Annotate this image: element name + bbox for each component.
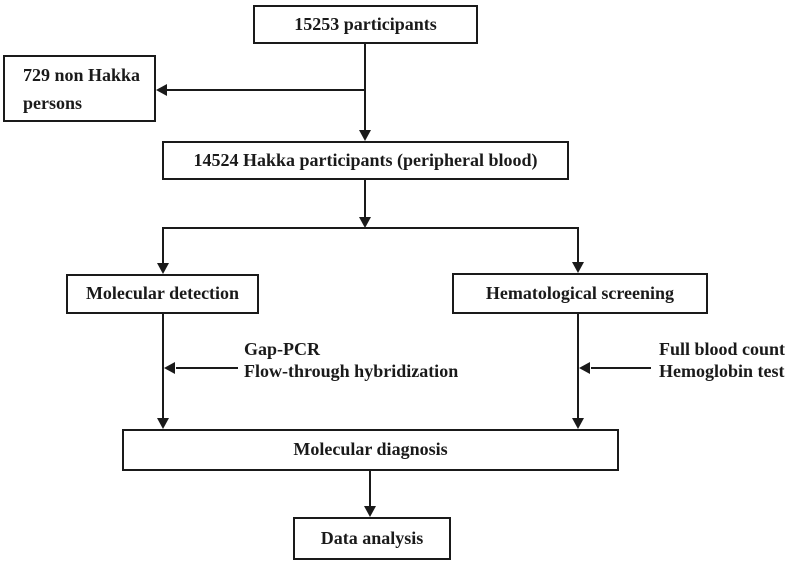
node-label: 15253 participants bbox=[294, 13, 437, 34]
connector-diagnosis-to-data-analysis bbox=[369, 471, 371, 506]
connector-hematological-screening-to-diagnosis bbox=[577, 314, 579, 418]
arrowhead-down-icon bbox=[157, 418, 169, 429]
connector-split-to-molecular-detection bbox=[162, 228, 164, 263]
node-non-hakka: 729 non Hakka persons bbox=[3, 55, 156, 122]
node-molecular-detection: Molecular detection bbox=[66, 274, 259, 314]
connector-top-to-hakka bbox=[364, 44, 366, 130]
node-participants-total: 15253 participants bbox=[253, 5, 478, 44]
node-hematological-screening: Hematological screening bbox=[452, 273, 708, 314]
connector-hakka-to-split bbox=[364, 180, 366, 217]
node-label: Hematological screening bbox=[485, 282, 675, 303]
node-hakka-participants: 14524 Hakka participants (peripheral blo… bbox=[162, 141, 569, 180]
arrowhead-down-icon bbox=[572, 418, 584, 429]
connector-to-non-hakka bbox=[166, 89, 365, 91]
connector-split-to-hematological-screening bbox=[577, 228, 579, 262]
annotation-line: Gap-PCR bbox=[244, 339, 320, 359]
arrowhead-down-icon bbox=[572, 262, 584, 273]
connector-molecular-methods bbox=[176, 367, 238, 369]
annotation-molecular-methods: Gap-PCR Flow-through hybridization bbox=[244, 338, 458, 382]
arrowhead-down-icon bbox=[157, 263, 169, 274]
arrowhead-left-icon bbox=[156, 84, 167, 96]
annotation-line: Flow-through hybridization bbox=[244, 361, 459, 381]
node-label: 14524 Hakka participants (peripheral blo… bbox=[193, 149, 538, 170]
node-data-analysis: Data analysis bbox=[293, 517, 451, 560]
arrowhead-left-icon bbox=[579, 362, 590, 374]
arrowhead-down-icon bbox=[359, 217, 371, 228]
arrowhead-down-icon bbox=[364, 506, 376, 517]
annotation-line: Hemoglobin test bbox=[659, 361, 785, 381]
arrowhead-down-icon bbox=[359, 130, 371, 141]
node-label: Molecular detection bbox=[85, 283, 240, 304]
node-label: Molecular diagnosis bbox=[293, 439, 448, 460]
connector-hematological-methods bbox=[591, 367, 651, 369]
annotation-hematological-methods: Full blood count Hemoglobin test bbox=[659, 338, 785, 382]
node-label: Data analysis bbox=[320, 527, 424, 548]
connector-split-horizontal bbox=[162, 227, 579, 229]
arrowhead-left-icon bbox=[164, 362, 175, 374]
node-label: 729 non Hakka persons bbox=[23, 64, 141, 113]
annotation-line: Full blood count bbox=[659, 339, 786, 359]
connector-molecular-detection-to-diagnosis bbox=[162, 314, 164, 418]
node-molecular-diagnosis: Molecular diagnosis bbox=[122, 429, 619, 471]
